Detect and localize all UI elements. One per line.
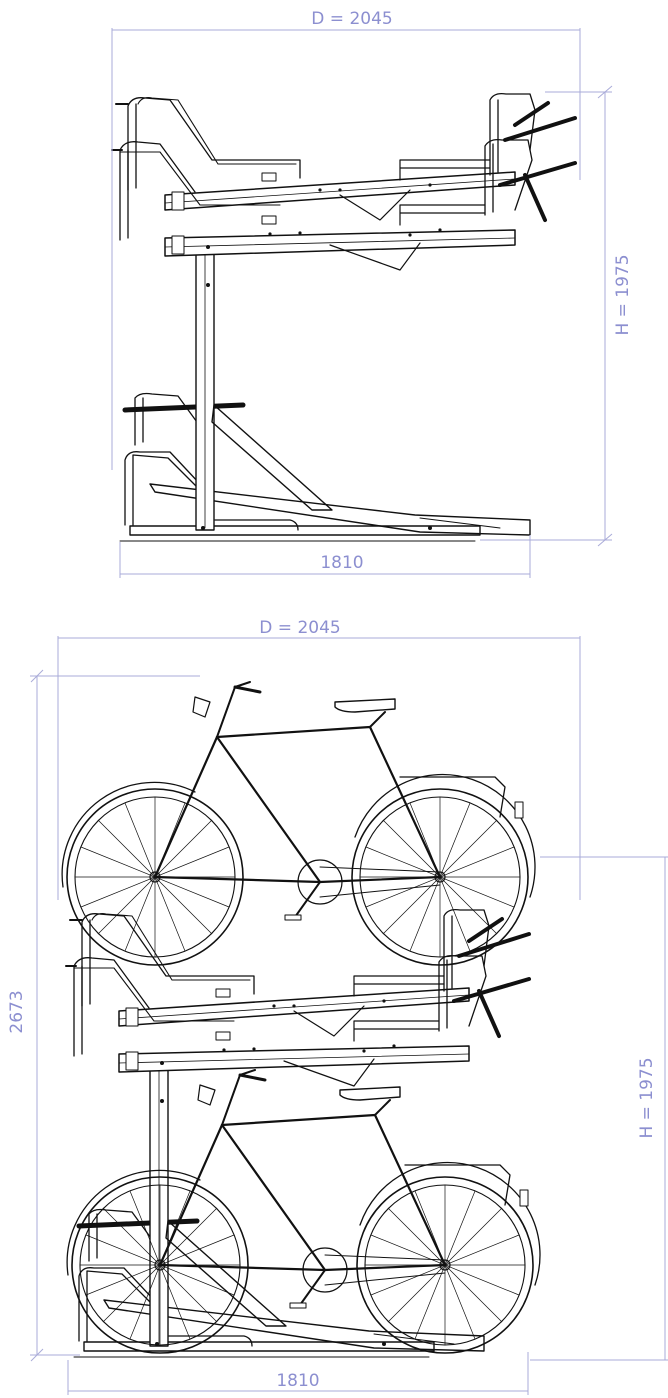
bottom-base-label: 1810 bbox=[276, 1371, 319, 1391]
lower-bicycle bbox=[65, 1068, 542, 1355]
rack-two-tier-top bbox=[112, 94, 575, 541]
bottom-total-height-label: 2673 bbox=[7, 990, 27, 1033]
bottom-rack-drawing bbox=[60, 680, 542, 1357]
upper-bicycle bbox=[60, 680, 537, 967]
top-height-dimension: H = 1975 bbox=[480, 85, 633, 547]
top-depth-dimension: D = 2045 bbox=[111, 9, 581, 470]
bottom-height-dimension: H = 1975 bbox=[530, 856, 668, 1361]
top-rack-drawing bbox=[112, 94, 575, 541]
bottom-depth-label: D = 2045 bbox=[259, 618, 340, 638]
top-depth-label: D = 2045 bbox=[311, 9, 392, 29]
top-height-label: H = 1975 bbox=[613, 254, 633, 335]
top-base-label: 1810 bbox=[320, 553, 363, 573]
bottom-depth-dimension: D = 2045 bbox=[57, 618, 581, 900]
top-base-dimension: 1810 bbox=[119, 535, 531, 578]
bottom-base-dimension: 1810 bbox=[67, 1352, 529, 1395]
bottom-height-label: H = 1975 bbox=[637, 1057, 657, 1138]
bottom-total-height-dimension: 2673 bbox=[7, 669, 200, 1362]
